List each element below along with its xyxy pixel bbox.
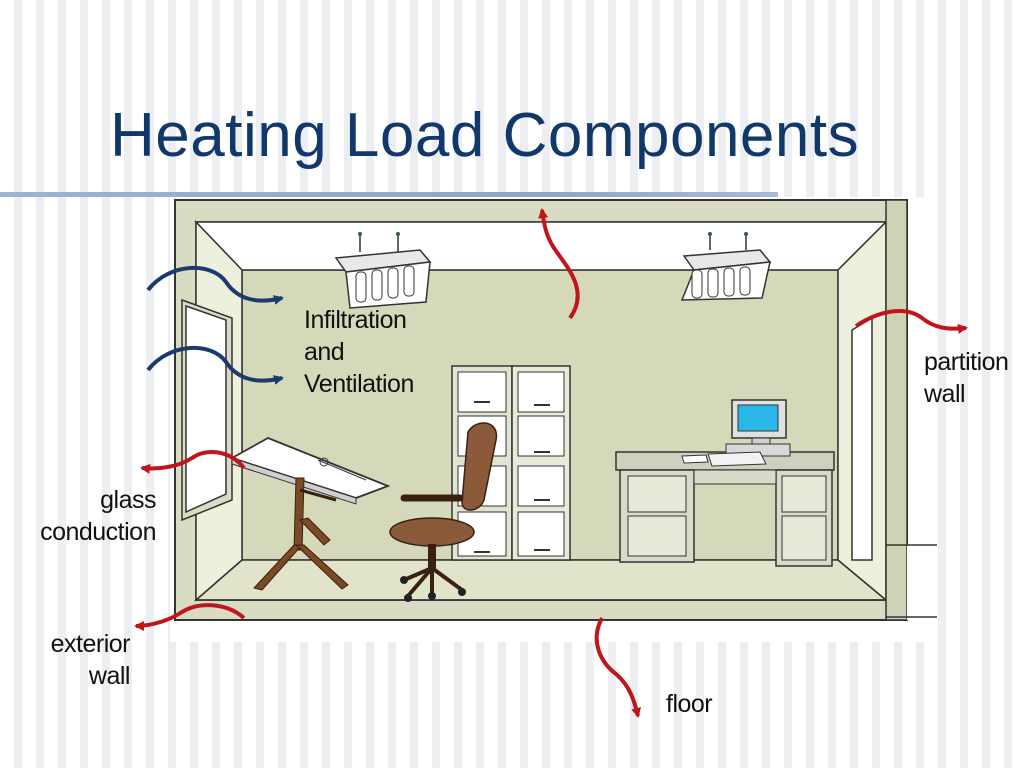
floor-heat-arrow	[594, 617, 641, 718]
label-floor: floor	[666, 690, 713, 718]
partition-heat-arrow	[854, 309, 968, 334]
ceiling-light-left	[334, 232, 432, 309]
label-exterior-wall: exterior wall	[50, 630, 131, 690]
glass-heat-arrow	[140, 450, 246, 474]
window	[181, 298, 233, 522]
office-chair	[389, 422, 498, 602]
label-partition-wall: partition wall	[924, 348, 1009, 408]
title-divider	[0, 192, 778, 197]
infiltration-arrow-upper	[146, 265, 284, 305]
exterior-wall-heat-arrow	[134, 603, 246, 631]
label-glass-conduction: glass conduction	[40, 486, 156, 546]
infiltration-arrow-lower	[146, 345, 284, 385]
slide-title: Heating Load Components	[110, 101, 860, 170]
ceiling-heat-arrow	[538, 208, 580, 320]
computer	[681, 399, 791, 467]
ceiling-light-right	[680, 232, 772, 301]
label-infiltration-ventilation: Infiltration and Ventilation	[304, 306, 414, 398]
drafting-table	[229, 437, 391, 591]
